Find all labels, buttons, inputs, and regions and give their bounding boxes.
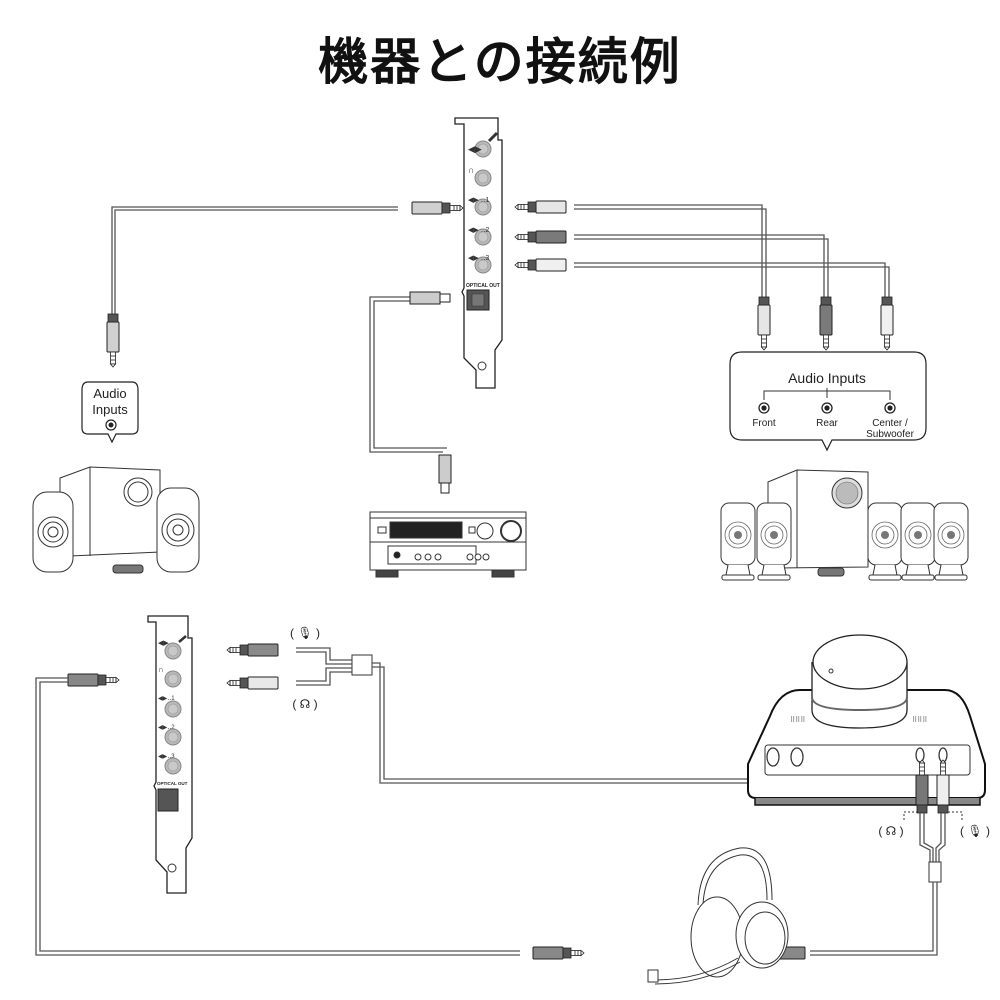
subwoofer-label: Subwoofer (866, 429, 914, 440)
speaker-grille-left: ⠿⠿⠿ (790, 716, 805, 724)
center-sub-input-jack[interactable] (884, 402, 896, 414)
cable-to-stereo-speakers (111, 206, 398, 322)
page-title: 機器との接続例 (318, 33, 682, 91)
splitter-mic-label: ( 🎙 ) (290, 626, 320, 640)
av-receiver (369, 511, 527, 578)
optical-out-label-bottom: OPTICAL OUT (157, 781, 188, 786)
stereo-audio-inputs-bubble: Audio Inputs (81, 381, 139, 444)
speaker-jack-1-bottom[interactable] (164, 700, 182, 718)
splitter-headphone-plug (226, 676, 279, 690)
cable-front (574, 204, 763, 300)
optical-plug-receiver (438, 454, 452, 494)
speaker-jack-2-bottom[interactable] (164, 728, 182, 746)
stereo-2.1-speakers (32, 466, 200, 574)
cable-center-sub (574, 262, 886, 300)
plug-stereo-speaker-end (106, 313, 120, 368)
sound-card-top: ◀▶ ∩ ◀▶ ‥1 ◀▶ ‥2 ◀▶ ‥3 OPTICAL OUT (454, 117, 503, 389)
microphone-icon (487, 131, 499, 143)
headphone-jack[interactable] (474, 169, 492, 187)
pod-port-left-2[interactable] (790, 747, 804, 767)
splitter-headphone-label: ( ☊ ) (292, 697, 317, 711)
headphone-icon: ∩ (468, 165, 474, 175)
svg-text:◀▶‥2: ◀▶‥2 (158, 725, 175, 731)
cable-rear (574, 234, 825, 300)
plug-stereo-speaker-card-end (411, 201, 464, 215)
plug-center-card (514, 258, 567, 272)
pci-bracket (454, 117, 503, 389)
front-label: Front (752, 418, 776, 429)
front-input-jack[interactable] (758, 402, 770, 414)
audio-inputs-line2: Inputs (92, 402, 128, 417)
speaker-out-2-icon: ◀▶ ‥2 (468, 227, 489, 234)
svg-text:◀▶‥1: ◀▶‥1 (158, 696, 175, 702)
headphone-jack-bottom[interactable] (164, 670, 182, 688)
plug-front-card (514, 200, 567, 214)
pod-headphone-label: ( ☊ ) (878, 824, 903, 838)
center-label: Center / (872, 418, 908, 429)
svg-text:◀▶‥3: ◀▶‥3 (158, 754, 175, 760)
y-splitter-cable: ( 🎙 ) ( ☊ ) (226, 626, 750, 784)
cable-card-to-extension (35, 677, 520, 956)
surround-5.1-speakers (720, 469, 969, 581)
rear-input-jack[interactable] (821, 402, 833, 414)
audio-inputs-line1: Audio (93, 386, 126, 401)
plug-bottom-card-left (67, 673, 120, 687)
speaker-jack-3-bottom[interactable] (164, 757, 182, 775)
gaming-headset (647, 847, 789, 985)
plug-rear-card (514, 230, 567, 244)
sound-card-bottom: ◀▶ ∩ ◀▶‥1 ◀▶‥2 ◀▶‥3 OPTICAL OUT (147, 615, 193, 894)
optical-out-label: OPTICAL OUT (466, 283, 500, 289)
splitter-mic-plug (226, 643, 279, 657)
speaker-out-3-icon: ◀▶ ‥3 (468, 255, 489, 262)
speaker-grille-right: ⠿⠿⠿ (912, 716, 927, 724)
pod-port-left-1[interactable] (766, 747, 780, 767)
rear-label: Rear (816, 418, 838, 429)
surround-bubble-title: Audio Inputs (788, 370, 866, 386)
microphone-icon-bottom (178, 635, 187, 643)
volume-knob[interactable] (811, 634, 908, 729)
pod-headphone-port[interactable] (915, 747, 925, 763)
optical-plug-card (409, 291, 451, 305)
optical-out-port-bottom[interactable] (157, 788, 179, 812)
pci-bracket-bottom (147, 615, 193, 894)
plug-extension-end (532, 946, 585, 960)
headset-cable (810, 882, 934, 952)
surround-audio-inputs-bubble: Audio Inputs Front Rear Center / Subwoof… (729, 351, 927, 452)
optical-cable (369, 296, 443, 453)
bracket-screw-hole (477, 361, 487, 371)
speaker-icon-bottom: ◀▶ (158, 640, 169, 647)
speaker-out-1-icon: ◀▶ ‥1 (468, 197, 489, 204)
speaker-icon: ◀▶ (468, 144, 482, 154)
pod-mic-label: ( 🎙 ) (960, 824, 990, 838)
headphone-icon-bottom: ∩ (158, 665, 164, 674)
